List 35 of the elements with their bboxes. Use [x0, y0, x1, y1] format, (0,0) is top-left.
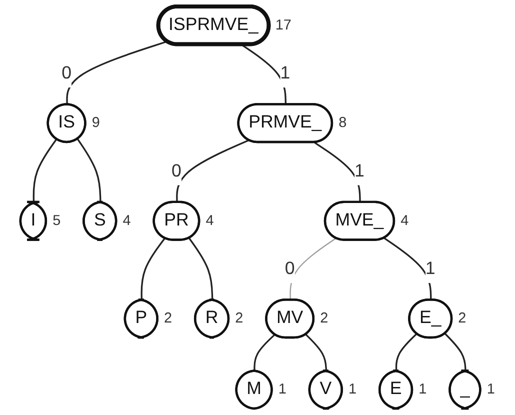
count-label: 1	[418, 382, 427, 398]
edge-label: 0	[171, 162, 182, 181]
connector	[140, 238, 166, 300]
count-label: 4	[400, 212, 408, 229]
edge-label: 1	[425, 260, 436, 279]
connector	[188, 238, 213, 300]
connector	[66, 40, 168, 105]
count-label: 2	[458, 310, 466, 327]
connector	[305, 334, 327, 372]
tree-diagram: 0 1 0 1 0 1 ISPRMVE_ PRMVE_ MVE_ IS PR MV E_ I S P R M V E _ 17 8 4 9 4 2 2 5 4 2 2 1 1 1 1	[16, 2, 500, 413]
count-label: 8	[338, 115, 346, 132]
connector	[176, 139, 249, 202]
edge-label: 1	[354, 162, 364, 181]
connector	[290, 238, 336, 300]
connector	[395, 333, 418, 372]
count-label: 2	[164, 310, 172, 327]
edge-label: 1	[280, 64, 290, 84]
count-label: 2	[234, 310, 243, 327]
connector	[384, 237, 432, 300]
connector	[32, 138, 58, 203]
count-label: 1	[348, 382, 356, 398]
connector	[253, 334, 276, 372]
connector	[444, 333, 466, 372]
count-label: 4	[206, 212, 214, 229]
edge-label: 0	[284, 260, 295, 279]
count-label: 2	[320, 310, 328, 327]
count-label: 17	[275, 17, 292, 34]
count-label: 4	[122, 212, 131, 229]
connector	[76, 138, 102, 202]
connector	[314, 142, 361, 202]
count-label: 5	[52, 212, 60, 229]
count-label: 1	[278, 382, 286, 398]
count-label: 9	[92, 115, 100, 132]
count-label: 1	[486, 382, 495, 398]
edge-label: 0	[61, 64, 72, 84]
